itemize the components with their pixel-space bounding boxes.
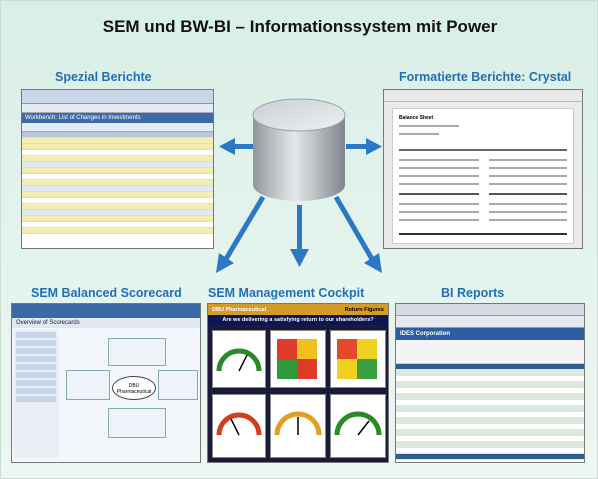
database-cylinder-icon xyxy=(252,98,346,201)
table-row xyxy=(22,210,213,216)
cockpit-panel xyxy=(330,330,386,388)
table-row xyxy=(22,204,213,210)
management-cockpit-screenshot: DBU Pharmaceutical Return Figures Are we… xyxy=(207,303,389,463)
crystal-report-screenshot: Balance Sheet xyxy=(383,89,583,249)
browser-toolbar xyxy=(396,304,584,316)
spezial-berichte-screenshot: Workbench: List of Changes in Investment… xyxy=(21,89,214,249)
bi-reports-screenshot: IDES Corporation xyxy=(395,303,585,463)
table-row xyxy=(22,216,213,222)
cockpit-brand-bar: DBU Pharmaceutical Return Figures xyxy=(208,304,388,315)
label-formatierte-berichte: Formatierte Berichte: Crystal xyxy=(399,70,572,84)
table-row xyxy=(22,180,213,186)
table-row xyxy=(22,132,213,138)
label-bi-reports: BI Reports xyxy=(441,286,505,300)
sap-toolbar xyxy=(22,104,213,113)
sap-report-title: Workbench: List of Changes in Investment… xyxy=(22,113,213,123)
label-spezial-berichte: Spezial Berichte xyxy=(55,70,152,84)
cockpit-panel xyxy=(270,330,326,388)
slide-title: SEM und BW-BI – Informationssystem mit P… xyxy=(102,17,498,36)
table-row xyxy=(22,144,213,150)
cockpit-panel xyxy=(270,394,326,458)
scorecard-navigation xyxy=(14,330,58,458)
bi-header: IDES Corporation xyxy=(396,328,584,340)
scorecard-center-node: DBU Pharmaceutical xyxy=(112,376,156,400)
cockpit-panel xyxy=(212,394,266,458)
table-row xyxy=(22,228,213,234)
label-management-cockpit: SEM Management Cockpit xyxy=(208,286,365,300)
sap-menubar xyxy=(22,90,213,104)
label-balanced-scorecard: SEM Balanced Scorecard xyxy=(31,286,182,300)
table-row xyxy=(22,192,213,198)
sap-filter-bar xyxy=(22,123,213,132)
table-row xyxy=(22,162,213,168)
browser-address-bar xyxy=(396,316,584,328)
cockpit-brand: DBU Pharmaceutical xyxy=(212,306,267,313)
crystal-report-page: Balance Sheet xyxy=(392,108,574,244)
balanced-scorecard-screenshot: Overview of Scorecards DBU Pharmaceutica… xyxy=(11,303,201,463)
table-row xyxy=(22,222,213,228)
table-row xyxy=(22,150,213,156)
cockpit-panel xyxy=(212,330,266,388)
scorecard-title: Overview of Scorecards xyxy=(12,318,200,328)
report-heading: Balance Sheet xyxy=(399,115,434,121)
bi-company: IDES Corporation xyxy=(400,331,451,337)
crystal-toolbar xyxy=(384,90,582,102)
cockpit-question: Are we delivering a satisfying return to… xyxy=(208,315,388,325)
cockpit-tab: Return Figures xyxy=(344,306,384,313)
table-row xyxy=(22,138,213,144)
cockpit-panel xyxy=(330,394,386,458)
table-row xyxy=(22,156,213,162)
table-row xyxy=(22,174,213,180)
table-row xyxy=(22,186,213,192)
table-row xyxy=(22,168,213,174)
table-row xyxy=(22,198,213,204)
scorecard-header xyxy=(12,304,200,318)
